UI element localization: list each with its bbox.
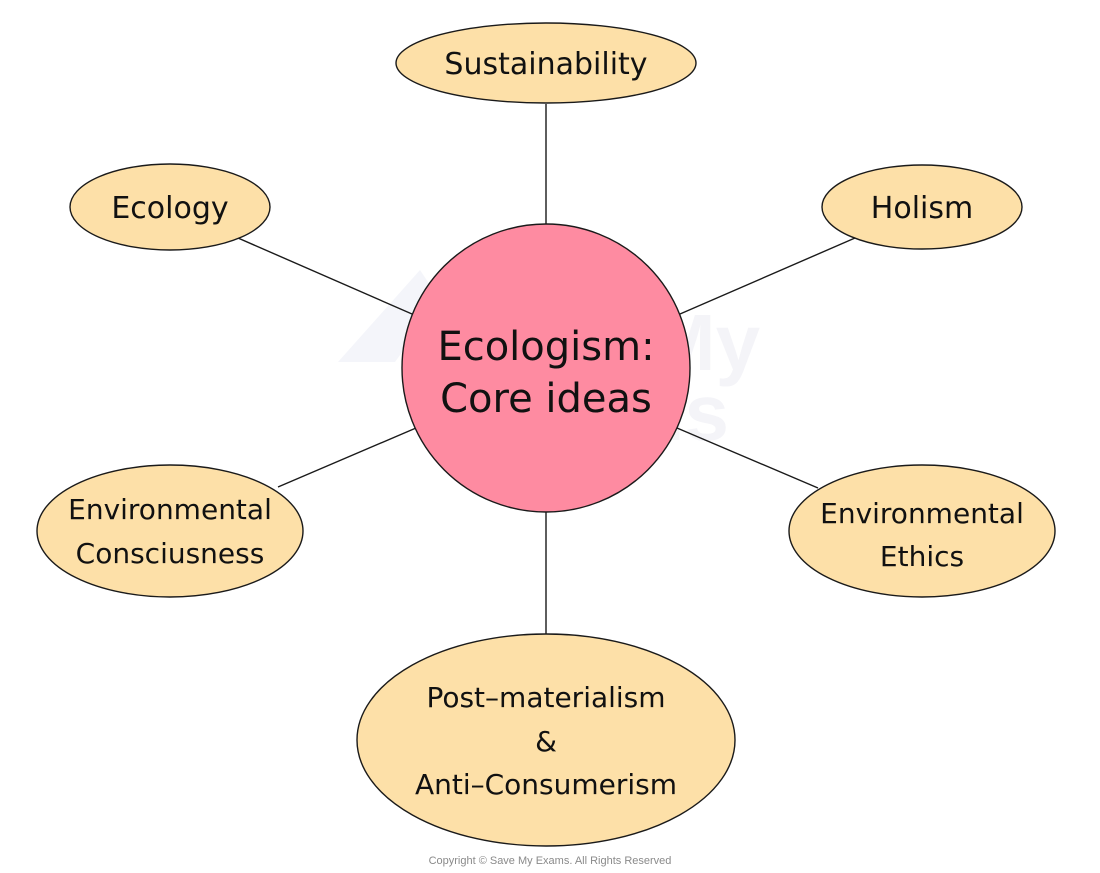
node-environmental-consciousness: Environmental Consciusness xyxy=(36,464,304,598)
node-ecology-shape xyxy=(69,163,271,251)
node-post-materialism-line-2: & xyxy=(535,725,557,758)
node-sustainability-label: Sustainability xyxy=(444,47,647,82)
watermark-logo-shape xyxy=(338,270,440,362)
node-environmental-consciousness-shape xyxy=(36,464,304,598)
node-sustainability-shape xyxy=(395,22,697,104)
node-environmental-ethics-shape xyxy=(788,464,1056,598)
node-environmental-ethics: Environmental Ethics xyxy=(788,464,1056,598)
connector-environmental-ethics xyxy=(676,427,819,489)
node-environmental-consciousness-line-1: Environmental xyxy=(68,493,272,526)
node-sustainability: Sustainability xyxy=(395,22,697,104)
node-holism: Holism xyxy=(821,164,1023,250)
node-environmental-ethics-line-1: Environmental xyxy=(820,497,1024,530)
node-environmental-consciousness-line-2: Consciusness xyxy=(76,537,265,570)
connector-environmental-consciousness xyxy=(277,427,417,488)
node-post-materialism-line-1: Post–materialism xyxy=(426,681,665,714)
connector-ecology xyxy=(237,237,413,315)
node-holism-shape xyxy=(821,164,1023,250)
center-node-shape xyxy=(401,223,691,513)
center-node-title-line-1: Ecologism: xyxy=(437,324,654,370)
node-environmental-ethics-line-2: Ethics xyxy=(880,540,964,573)
node-post-materialism-shape xyxy=(356,633,736,847)
copyright-notice: Copyright © Save My Exams. All Rights Re… xyxy=(429,855,672,867)
connectors xyxy=(237,104,856,634)
connector-holism xyxy=(679,237,856,315)
node-post-materialism: Post–materialism & Anti–Consumerism xyxy=(356,633,736,847)
node-ecology: Ecology xyxy=(69,163,271,251)
center-node: Ecologism: Core ideas xyxy=(401,223,691,513)
node-holism-label: Holism xyxy=(871,191,973,226)
node-ecology-label: Ecology xyxy=(111,191,228,226)
node-post-materialism-line-3: Anti–Consumerism xyxy=(415,768,677,801)
center-node-title-line-2: Core ideas xyxy=(440,376,652,422)
